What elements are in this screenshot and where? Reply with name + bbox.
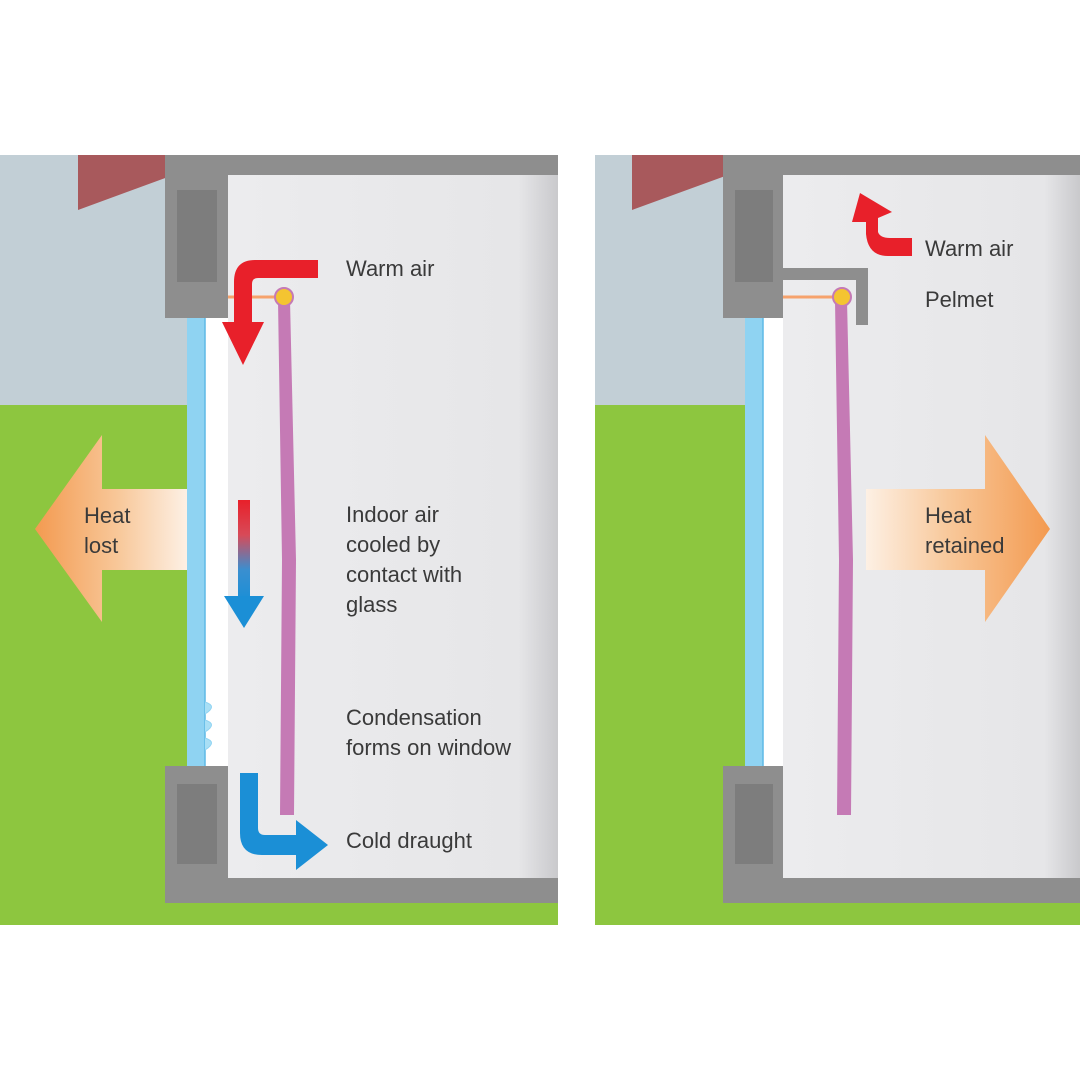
grass-strip [165,903,558,925]
cold-draught-arrow [240,773,328,870]
indoor-air-label: Indoor air cooled by contact with glass [346,502,468,617]
upper-wall-inner [177,190,217,282]
ceiling-wall [723,155,1080,175]
grass [595,405,745,925]
heat-retained-arrow [866,435,1050,622]
warm-air-arrow [222,260,318,365]
condensation-droplets [204,701,212,751]
right-panel: Warm air Pelmet Heat retained [595,155,1080,925]
heat-lost-arrow [35,435,187,622]
window-glass [187,318,205,766]
sky [595,155,745,405]
grass-strip [723,903,1080,925]
ceiling-wall [165,155,558,175]
lower-wall-inner [177,784,217,864]
warm-air-arrow [852,193,912,256]
cooling-arrow [224,500,264,628]
upper-wall-inner [735,190,773,282]
lower-wall-inner [735,784,773,864]
curtain-rod [832,287,852,307]
pelmet-label: Pelmet [925,287,993,312]
window-glass [745,318,763,766]
left-warm-air-label: Warm air [346,256,434,281]
heat-lost-label: Heat lost [84,503,137,558]
cold-draught-label: Cold draught [346,828,472,853]
floor-wall [165,878,558,903]
heat-retained-label: Heat retained [925,503,1005,558]
pelmet [783,268,868,325]
right-warm-air-label: Warm air [925,236,1013,261]
curtain [278,300,296,815]
curtain-rod [274,287,294,307]
condensation-label: Condensation forms on window [346,705,511,760]
left-panel: Warm air Indoor air cooled by contact wi… [0,155,558,925]
floor-wall [723,878,1080,903]
curtain [835,300,853,815]
